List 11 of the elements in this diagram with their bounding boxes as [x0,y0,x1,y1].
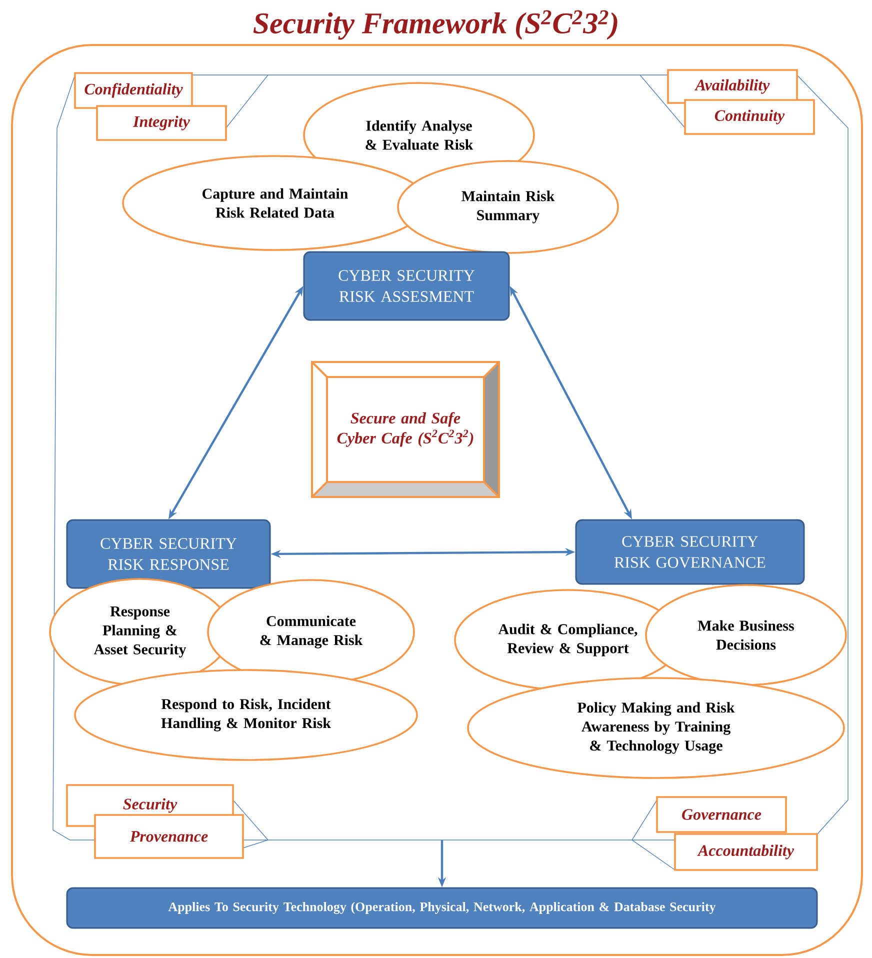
label-box: Availability [667,69,798,104]
process-box: Applies To Security Technology (Operation, Physical, Network, Application & Database Security [66,887,818,929]
node-label: Secure and Safe Cyber Cafe (S$^{2}$C$^{2}$3$^{2}$) [337,412,474,447]
process-box: CYBER SECURITY RISK GOVERNANCE [575,519,805,585]
process-box: CYBER SECURITY RISK RESPONSE [66,519,271,589]
title: Security Framework (S$^{2}$C$^{2}$3$^{2}$) [253,10,618,40]
bevel-box: Secure and Safe Cyber Cafe (S$^{2}$C$^{2}$3$^{2}$) [311,361,500,498]
label-box: Provenance [94,814,244,859]
process-box: CYBER SECURITY RISK ASSESMENT [303,251,510,321]
node-label: Make Business Decisions [698,620,794,650]
label-box: Accountability [674,833,818,871]
